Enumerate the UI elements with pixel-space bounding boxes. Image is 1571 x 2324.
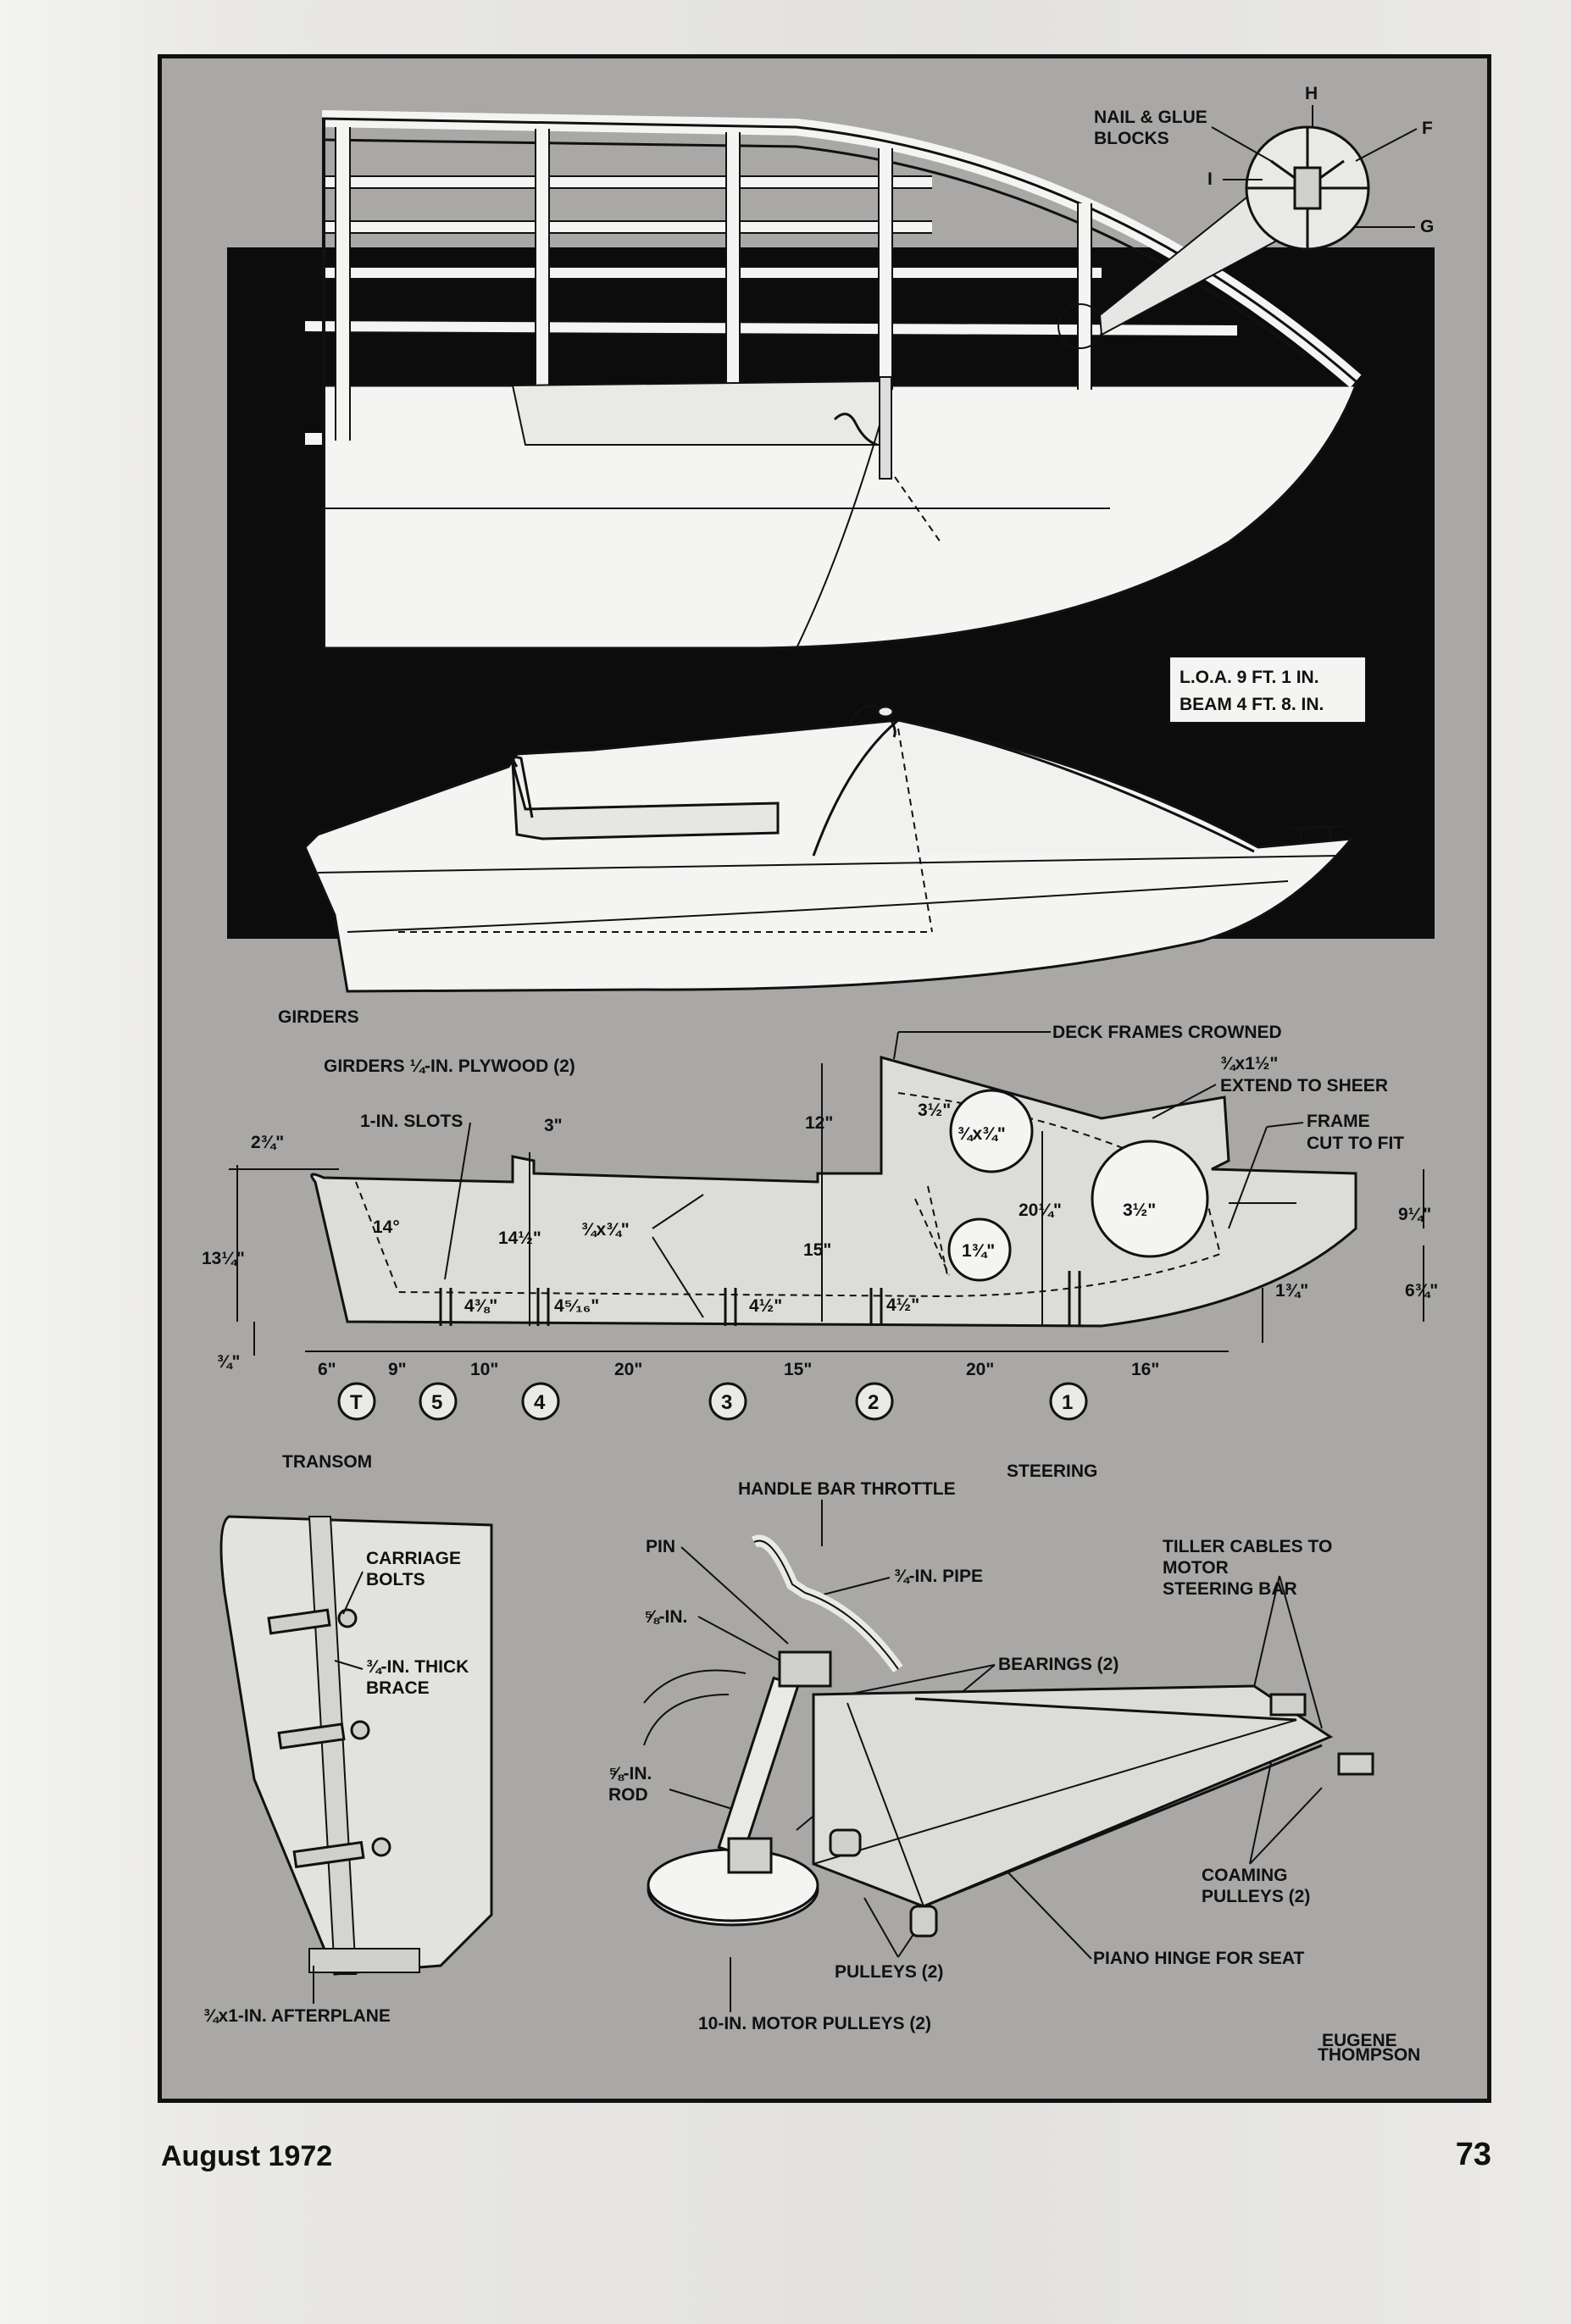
dim-20b: 20" — [966, 1360, 994, 1379]
dim-6-3-4: 6¾" — [1405, 1281, 1438, 1301]
dim-9: 9" — [388, 1360, 407, 1379]
girder-drawing: DECK FRAMES CROWNED GIRDERS ¼-IN. PLYWOO… — [202, 1023, 1438, 1421]
dim-1-3-4b: 1¾" — [1275, 1281, 1308, 1301]
afterplane-label: ¾x1-IN. AFTERPLANE — [203, 2006, 391, 2026]
dim-20a: 20" — [614, 1360, 642, 1379]
dim-12: 12" — [805, 1113, 833, 1133]
dim-10: 10" — [470, 1360, 498, 1379]
dim-9-1-4: 9¼" — [1398, 1205, 1431, 1224]
frame-cut-label-2: CUT TO FIT — [1307, 1134, 1404, 1153]
station-3: 3 — [721, 1391, 732, 1414]
girders-plywood-label: GIRDERS ¼-IN. PLYWOOD (2) — [324, 1057, 575, 1076]
dim-16: 16" — [1131, 1360, 1159, 1379]
station-5: 5 — [431, 1391, 442, 1414]
detail-callout-labels: NAIL & GLUE BLOCKS H F I G — [1094, 84, 1434, 236]
transom-title: TRANSOM — [282, 1452, 372, 1472]
brace-label-2: BRACE — [366, 1678, 430, 1698]
bearings-label: BEARINGS (2) — [998, 1655, 1119, 1674]
dim-20-1-4: 20¼" — [1019, 1201, 1062, 1220]
nail-glue-label-2: BLOCKS — [1094, 129, 1169, 148]
pulleys-label: PULLEYS (2) — [835, 1962, 943, 1982]
dim-3-4x3-4b: ¾x¾" — [581, 1220, 630, 1240]
artist-signature: EUGENE THOMPSON — [1318, 2031, 1420, 2065]
dim-3-4x3-4a: ¾x¾" — [958, 1124, 1006, 1144]
dim-3-4: ¾" — [217, 1352, 240, 1372]
transom-detail: TRANSOM CARRIAGE BOLTS ¾-IN. THICK BRACE… — [203, 1452, 493, 2026]
dim-14-degree: 14° — [373, 1217, 400, 1237]
coaming-label-2: PULLEYS (2) — [1202, 1887, 1310, 1906]
nail-glue-label-1: NAIL & GLUE — [1094, 108, 1207, 127]
steering-title: STEERING — [1007, 1462, 1097, 1481]
extend-label-1: ¾x1½" — [1220, 1054, 1278, 1073]
station-4: 4 — [534, 1391, 546, 1414]
girders-title: GIRDERS — [278, 1007, 359, 1027]
station-markers: T 5 4 3 2 1 — [337, 1382, 1088, 1421]
station-t: T — [350, 1391, 363, 1414]
dim-4-5-16: 4⁵⁄₁₆" — [554, 1296, 599, 1316]
dim-15: 15" — [803, 1240, 831, 1260]
dim-3-1-2b: 3½" — [1123, 1201, 1156, 1220]
coaming-label-1: COAMING — [1202, 1866, 1288, 1885]
tiller-label-3: STEERING BAR — [1163, 1579, 1297, 1599]
issue-date: August 1972 — [161, 2140, 333, 2172]
dim-13-1-4: 13¼" — [202, 1249, 245, 1268]
boat-views-panel: NAIL & GLUE BLOCKS H F I G L.O.A. 9 FT. … — [227, 84, 1435, 1027]
label-g: G — [1420, 217, 1434, 236]
slots-label: 1-IN. SLOTS — [360, 1112, 463, 1131]
dim-4-1-2a: 4½" — [749, 1296, 782, 1316]
beam-text: BEAM 4 FT. 8. IN. — [1180, 695, 1324, 714]
dim-4-3-8: 4⅜" — [464, 1296, 497, 1316]
brace-label-1: ¾-IN. THICK — [366, 1657, 469, 1677]
hull-profile-view — [303, 704, 1355, 993]
station-1: 1 — [1062, 1391, 1073, 1414]
dimensions-box: L.O.A. 9 FT. 1 IN. BEAM 4 FT. 8. IN. — [1169, 656, 1367, 724]
dim-1-3-4a: 1¾" — [962, 1241, 995, 1261]
dim-3-1-2a: 3½" — [918, 1101, 951, 1120]
deck-frames-label: DECK FRAMES CROWNED — [1052, 1023, 1282, 1042]
hull-frame-view — [304, 110, 1370, 650]
steering-detail: STEERING HANDLE BAR THROTTLE PIN ¾-IN. P… — [608, 1462, 1374, 2033]
carriage-label-2: BOLTS — [366, 1570, 425, 1589]
tiller-label-1: TILLER CABLES TO — [1163, 1537, 1332, 1556]
signature-line-2: THOMPSON — [1318, 2045, 1420, 2065]
label-h: H — [1305, 84, 1318, 103]
loa-text: L.O.A. 9 FT. 1 IN. — [1180, 668, 1319, 687]
frame-cut-label-1: FRAME — [1307, 1112, 1370, 1131]
rod-label-2: ROD — [608, 1785, 648, 1805]
five-eighths-label: ⅝-IN. — [644, 1607, 687, 1627]
pin-label: PIN — [646, 1537, 675, 1556]
dim-3: 3" — [544, 1116, 563, 1135]
tiller-label-2: MOTOR — [1163, 1558, 1229, 1578]
label-f: F — [1422, 119, 1433, 138]
piano-hinge-label: PIANO HINGE FOR SEAT — [1093, 1949, 1304, 1968]
dim-14-1-2: 14½" — [498, 1229, 541, 1248]
page-number: 73 — [1455, 2137, 1491, 2172]
station-2: 2 — [868, 1391, 879, 1414]
dim-4-1-2b: 4½" — [886, 1295, 919, 1315]
label-i: I — [1207, 169, 1213, 189]
dim-15b: 15" — [784, 1360, 812, 1379]
motor-pulleys-label: 10-IN. MOTOR PULLEYS (2) — [698, 2014, 931, 2033]
dim-2-3-4: 2¾" — [251, 1133, 284, 1152]
carriage-label-1: CARRIAGE — [366, 1549, 461, 1568]
dim-6: 6" — [318, 1360, 336, 1379]
handle-bar-label: HANDLE BAR THROTTLE — [738, 1479, 956, 1499]
signature-line-1: EUGENE — [1322, 2031, 1397, 2050]
extend-label-2: EXTEND TO SHEER — [1220, 1076, 1388, 1095]
pipe-label: ¾-IN. PIPE — [894, 1567, 983, 1586]
rod-label-1: ⅝-IN. — [608, 1764, 652, 1783]
